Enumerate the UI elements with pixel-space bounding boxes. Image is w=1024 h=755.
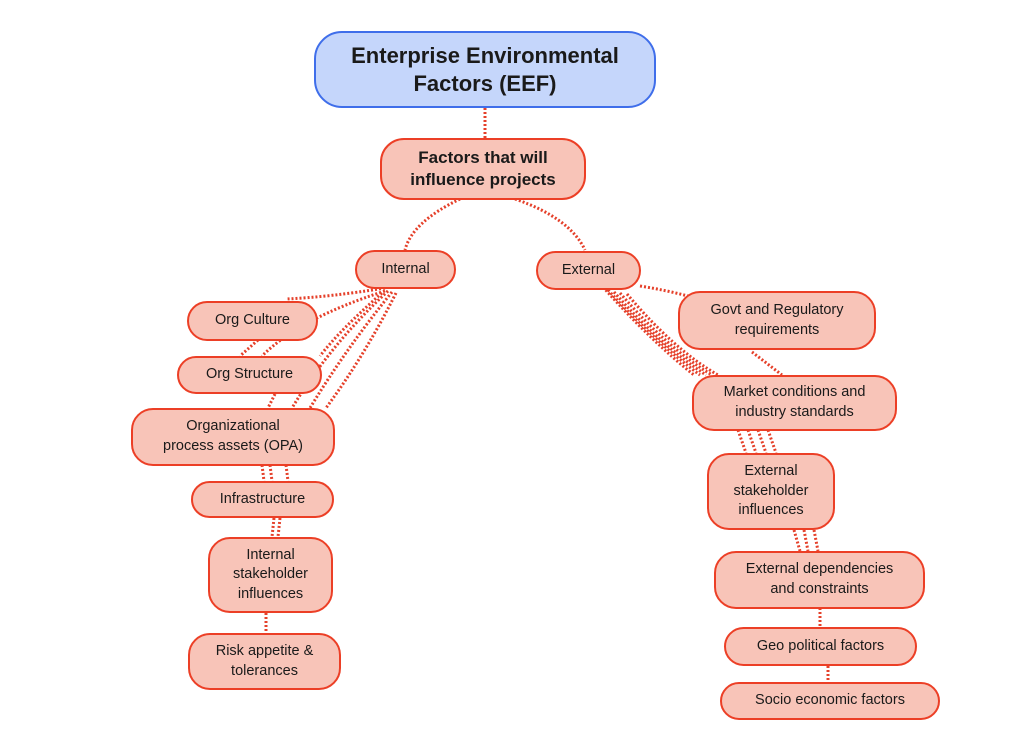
connector-external-govt: [639, 284, 689, 298]
leaf-org-culture[interactable]: Org Culture: [187, 301, 318, 341]
leaf-external-stakeholder-influences[interactable]: External stakeholder influences: [707, 453, 835, 530]
connector-internal-opa-c: [324, 292, 398, 409]
leaf-infrastructure[interactable]: Infrastructure: [191, 481, 334, 518]
connector-internal-org-structure-b: [318, 291, 383, 357]
leaf-geo-political-factors[interactable]: Geo political factors: [724, 627, 917, 666]
hub-node-factors[interactable]: Factors that will influence projects: [380, 138, 586, 200]
leaf-internal-stakeholder-influences[interactable]: Internal stakeholder influences: [208, 537, 333, 613]
connector-hub-external: [514, 197, 587, 251]
leaf-risk-appetite-tolerances[interactable]: Risk appetite & tolerances: [188, 633, 341, 690]
connector-internal-org-culture: [285, 286, 386, 301]
branch-node-internal[interactable]: Internal: [355, 250, 456, 289]
connector-external-market-b: [606, 288, 701, 377]
connector-opa-infra-b: [268, 464, 274, 482]
connector-external-market-a: [601, 286, 695, 377]
leaf-organizational-process-assets[interactable]: Organizational process assets (OPA): [131, 408, 335, 466]
connector-structure-opa: [266, 393, 277, 409]
connector-market-esi-c: [756, 429, 768, 454]
connector-esi-deps-b: [802, 529, 810, 552]
leaf-market-conditions-industry-standards[interactable]: Market conditions and industry standards: [692, 375, 897, 431]
connector-hub-internal: [403, 197, 461, 251]
connector-internal-opa-a: [290, 289, 390, 409]
connector-esi-deps-c: [812, 529, 820, 552]
connector-esi-deps-a: [792, 529, 802, 552]
connector-infra-isi-a: [270, 517, 276, 538]
branch-node-external[interactable]: External: [536, 251, 641, 290]
connector-govt-market: [751, 350, 783, 377]
leaf-socio-economic-factors[interactable]: Socio economic factors: [720, 682, 940, 720]
connector-external-market-c: [612, 291, 707, 377]
connector-market-esi-d: [766, 429, 778, 454]
leaf-external-dependencies-constraints[interactable]: External dependencies and constraints: [714, 551, 925, 609]
root-node-eef[interactable]: Enterprise Environmental Factors (EEF): [314, 31, 656, 108]
leaf-org-structure[interactable]: Org Structure: [177, 356, 322, 394]
connector-market-esi-a: [736, 429, 748, 454]
connector-opa-infra-a: [260, 464, 266, 482]
connector-market-esi-b: [746, 429, 758, 454]
connector-internal-opa-b: [308, 291, 394, 409]
connector-infra-isi-b: [276, 517, 282, 538]
connector-opa-infra-c: [284, 464, 290, 482]
connector-culture-structure: [239, 338, 259, 358]
leaf-govt-regulatory-requirements[interactable]: Govt and Regulatory requirements: [678, 291, 876, 350]
